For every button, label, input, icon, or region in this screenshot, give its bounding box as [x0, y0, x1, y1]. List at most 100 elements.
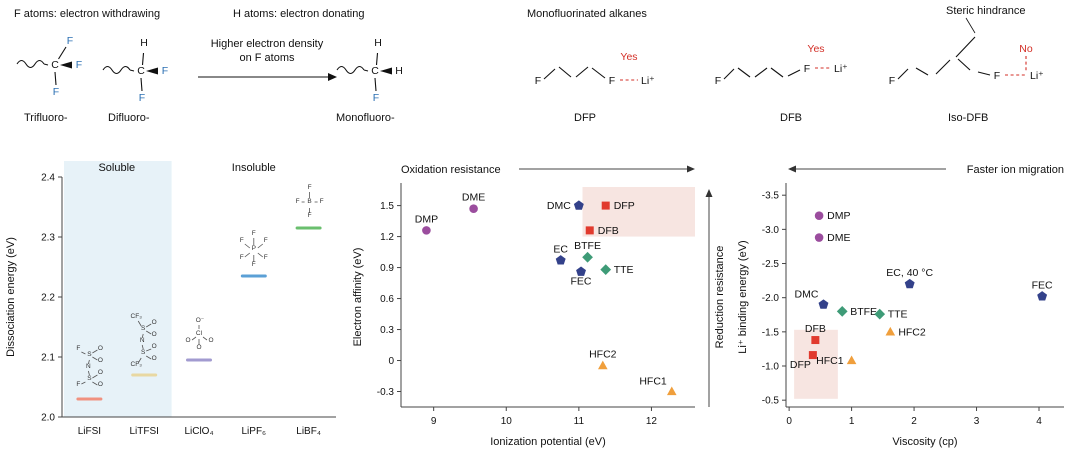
header-h-atoms: H atoms: electron donating [233, 8, 365, 20]
y-tick-label: 2.2 [41, 293, 55, 304]
data-point-ec [555, 255, 566, 265]
annotation-line1: Higher electron density [210, 38, 324, 50]
alkyl-squiggle [336, 65, 365, 75]
fluorine-atom: F [139, 92, 145, 104]
y-tick-label: -1.5 [762, 327, 780, 338]
trifluoro-label: Trifluoro- [24, 112, 68, 124]
point-label-ec-40-c: EC, 40 °C [886, 267, 933, 279]
data-point-dmc [573, 200, 584, 210]
point-label-dfb: DFB [598, 225, 619, 237]
point-label-dfb: DFB [805, 323, 826, 335]
data-point-dfb [811, 336, 820, 345]
binding-yes-label: Yes [620, 51, 637, 63]
carbon-atom: C [51, 59, 59, 71]
atom-label: F [320, 198, 324, 205]
point-label-dme: DME [462, 192, 485, 204]
arrow-head [788, 165, 796, 173]
alkyl-squiggle [102, 65, 131, 75]
y-tick-label: -1.0 [762, 362, 780, 373]
atom-label: F [264, 237, 268, 244]
atom-label: O [98, 345, 103, 352]
atom-label: F [308, 212, 312, 219]
atom-label: O [185, 337, 190, 344]
point-label-dme: DME [827, 232, 850, 244]
data-point-dfp [808, 351, 817, 360]
atom-label: F [252, 261, 256, 268]
arrow-head [687, 165, 695, 173]
atom-label: CF₃ [131, 313, 143, 320]
y-tick-label: 0.3 [380, 325, 394, 336]
category-label-lipf: LiPF₆ [241, 426, 266, 437]
point-label-dmc: DMC [547, 200, 571, 212]
point-label-dmp: DMP [415, 213, 438, 225]
data-point-dme [814, 233, 824, 242]
fluorine-atom: F [67, 35, 73, 47]
difluoro-label: Difluoro- [108, 112, 150, 124]
y-tick-label: 2.3 [41, 233, 55, 244]
atom-label: F [76, 381, 80, 388]
data-point-fec [1037, 291, 1048, 301]
atom-label: S [141, 349, 146, 356]
atom-label: S [141, 325, 146, 332]
isodfb-label: Iso-DFB [948, 112, 989, 124]
point-label-hfc2: HFC2 [589, 349, 617, 361]
atom-label: O [208, 337, 213, 344]
x-tick-label: 2 [911, 416, 917, 427]
atom-label: P [252, 245, 256, 252]
monofluoro-label: Monofluoro- [336, 112, 395, 124]
x-tick-label: 3 [974, 416, 980, 427]
value-marker-liclo [186, 358, 212, 362]
category-label-libf: LiBF₄ [296, 426, 321, 437]
y-tick-label: -3.0 [762, 225, 780, 236]
data-point-hfc1 [846, 355, 857, 365]
point-label-tte: TTE [888, 309, 908, 321]
atom-label: F [240, 254, 244, 261]
dfp-label: DFP [574, 112, 596, 124]
annotation-line2: on F atoms [239, 51, 295, 64]
fluorine-atom: F [535, 75, 541, 87]
data-point-hfc2 [598, 360, 608, 370]
point-label-tte: TTE [614, 264, 634, 276]
atom-label: F [296, 198, 300, 205]
fluorine-atom: F [804, 63, 810, 75]
y-tick-label: 2.1 [41, 353, 55, 364]
y-tick-label: 1.5 [380, 201, 394, 212]
hydrogen-atom: H [374, 37, 382, 49]
data-point-tte [600, 264, 612, 276]
point-label-fec: FEC [1032, 279, 1053, 291]
y-axis-title: Electron affinity (eV) [352, 248, 364, 347]
y-tick-label: -0.5 [762, 396, 780, 407]
data-point-hfc1 [666, 386, 677, 396]
atom-label: F [240, 237, 244, 244]
alkyl-squiggle [16, 59, 45, 69]
dfb-structure: F F Li⁺ Yes [715, 43, 848, 87]
dfp-structure: F F Li⁺ Yes [535, 51, 655, 87]
value-marker-libf [295, 226, 322, 230]
reaction-annotation: Higher electron density on F atoms [192, 38, 342, 89]
atom-label: O [98, 357, 103, 364]
dfb-label: DFB [780, 112, 802, 124]
data-point-dme [469, 204, 478, 213]
region-label-soluble: Soluble [98, 162, 135, 174]
top-direction-label: Oxidation resistance [401, 164, 501, 176]
hydrogen-atom: H [395, 65, 403, 77]
value-marker-litfsi [131, 373, 158, 377]
lithium-ion: Li⁺ [1030, 70, 1044, 82]
lithium-ion: Li⁺ [641, 75, 655, 87]
point-label-btfe: BTFE [850, 306, 877, 318]
point-label-hfc1: HFC1 [639, 376, 667, 388]
fluorine-atom: F [76, 59, 82, 71]
x-tick-label: 0 [786, 416, 792, 427]
fluorine-atom: F [162, 65, 168, 77]
point-label-dmp: DMP [827, 210, 850, 222]
binding-no-label: No [1019, 43, 1033, 55]
data-point-ec-40-c [904, 278, 915, 289]
x-tick-label: 11 [574, 416, 585, 427]
data-point-dfb [585, 226, 594, 235]
data-point-btfe [836, 305, 848, 317]
category-label-lifsi: LiFSI [78, 426, 101, 437]
